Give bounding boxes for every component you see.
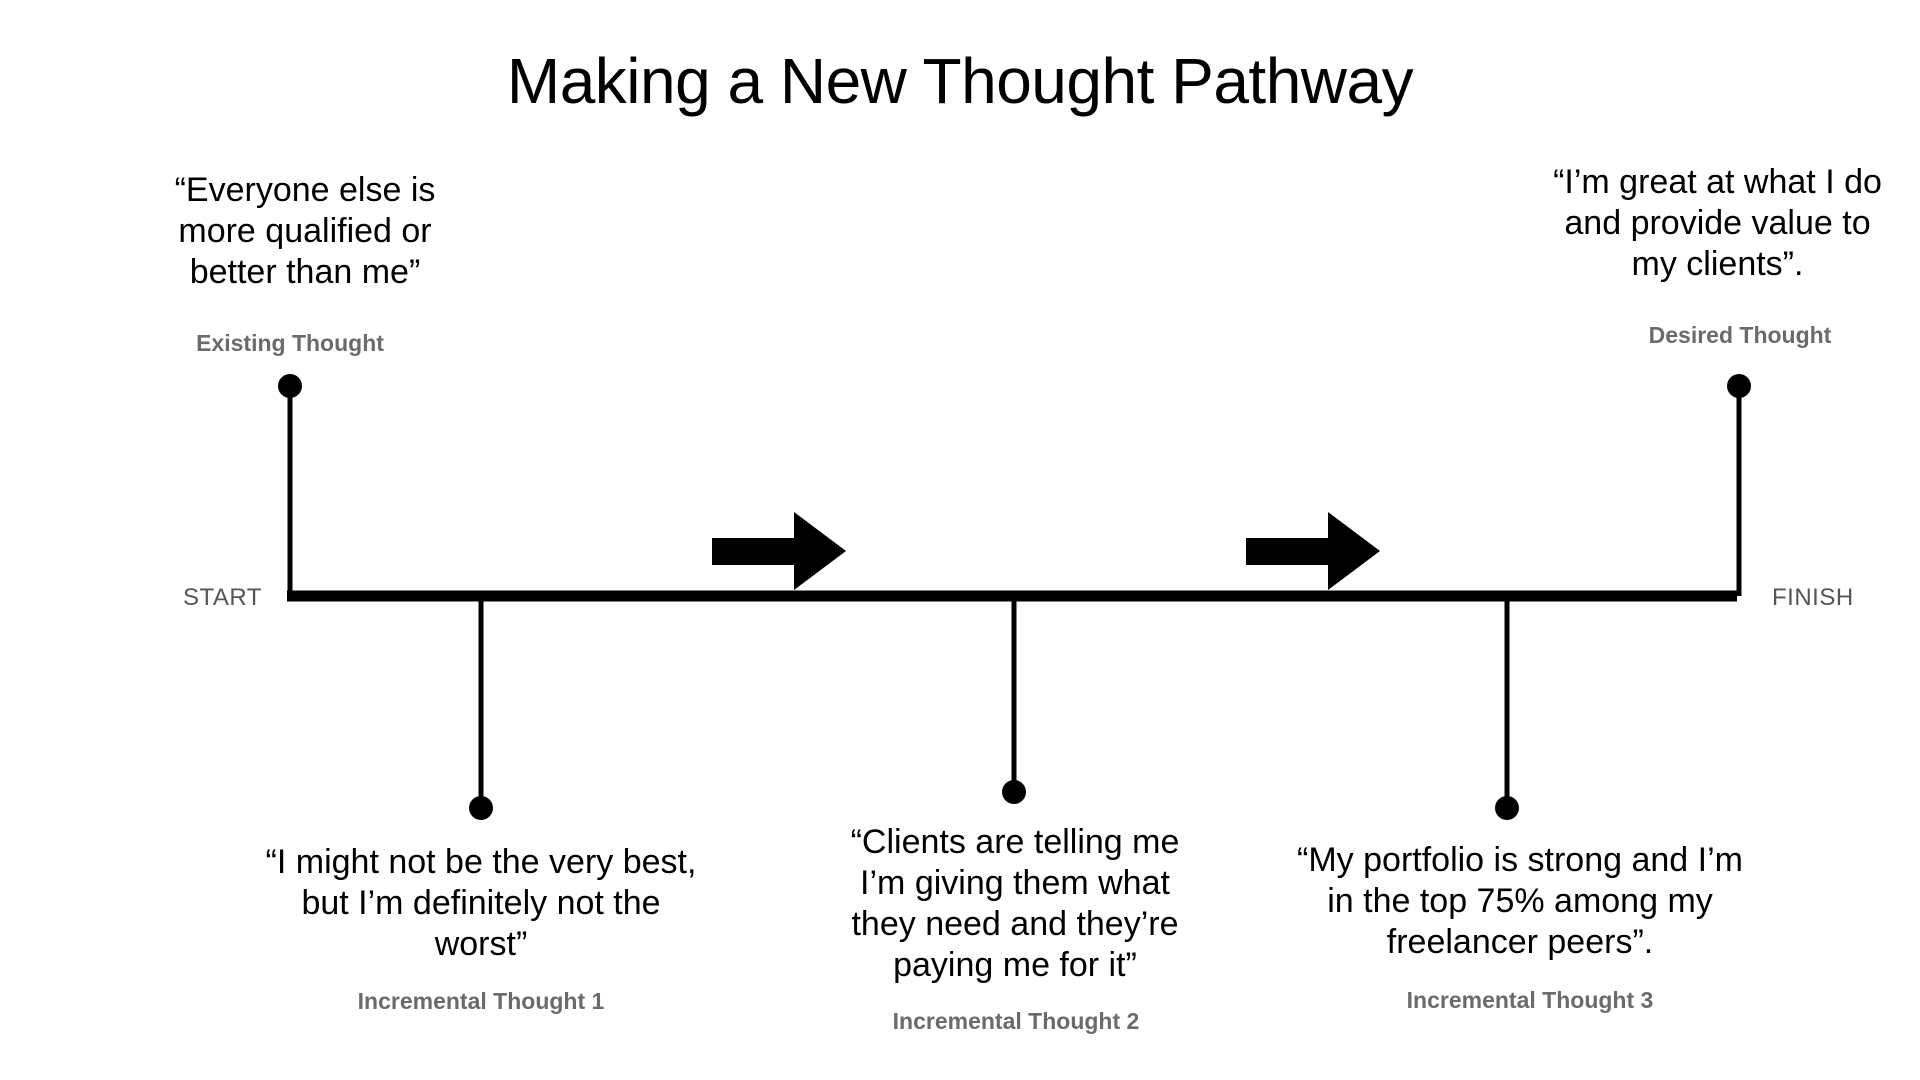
incremental-thought-3-marker [1495,796,1519,820]
incremental-thought-3-label: Incremental Thought 3 [1406,987,1654,1013]
existing-thought-quote: “Everyone else is more qualified or bett… [174,171,436,291]
incremental-thought-3-quote: “My portfolio is strong and I’m in the t… [1297,841,1743,961]
page-title: Making a New Thought Pathway [506,45,1414,117]
existing-thought-label: Existing Thought [196,330,384,356]
desired-thought-label: Desired Thought [1648,322,1832,348]
desired-thought-marker [1727,374,1751,398]
incremental-thought-2-label: Incremental Thought 2 [892,1008,1140,1034]
right-arrow-icon [1246,512,1380,590]
incremental-thought-2-marker [1002,780,1026,804]
finish-label: FINISH [1772,584,1854,611]
existing-thought-marker [278,374,302,398]
start-label: START [183,584,262,611]
desired-thought-quote: “I’m great at what I do and provide valu… [1553,163,1882,283]
incremental-thought-1-quote: “I might not be the very best, but I’m d… [265,843,697,963]
incremental-thought-1-label: Incremental Thought 1 [357,988,605,1014]
incremental-thought-1-marker [469,796,493,820]
right-arrow-icon [712,512,846,590]
incremental-thought-2-quote: “Clients are telling me I’m giving them … [850,823,1180,984]
